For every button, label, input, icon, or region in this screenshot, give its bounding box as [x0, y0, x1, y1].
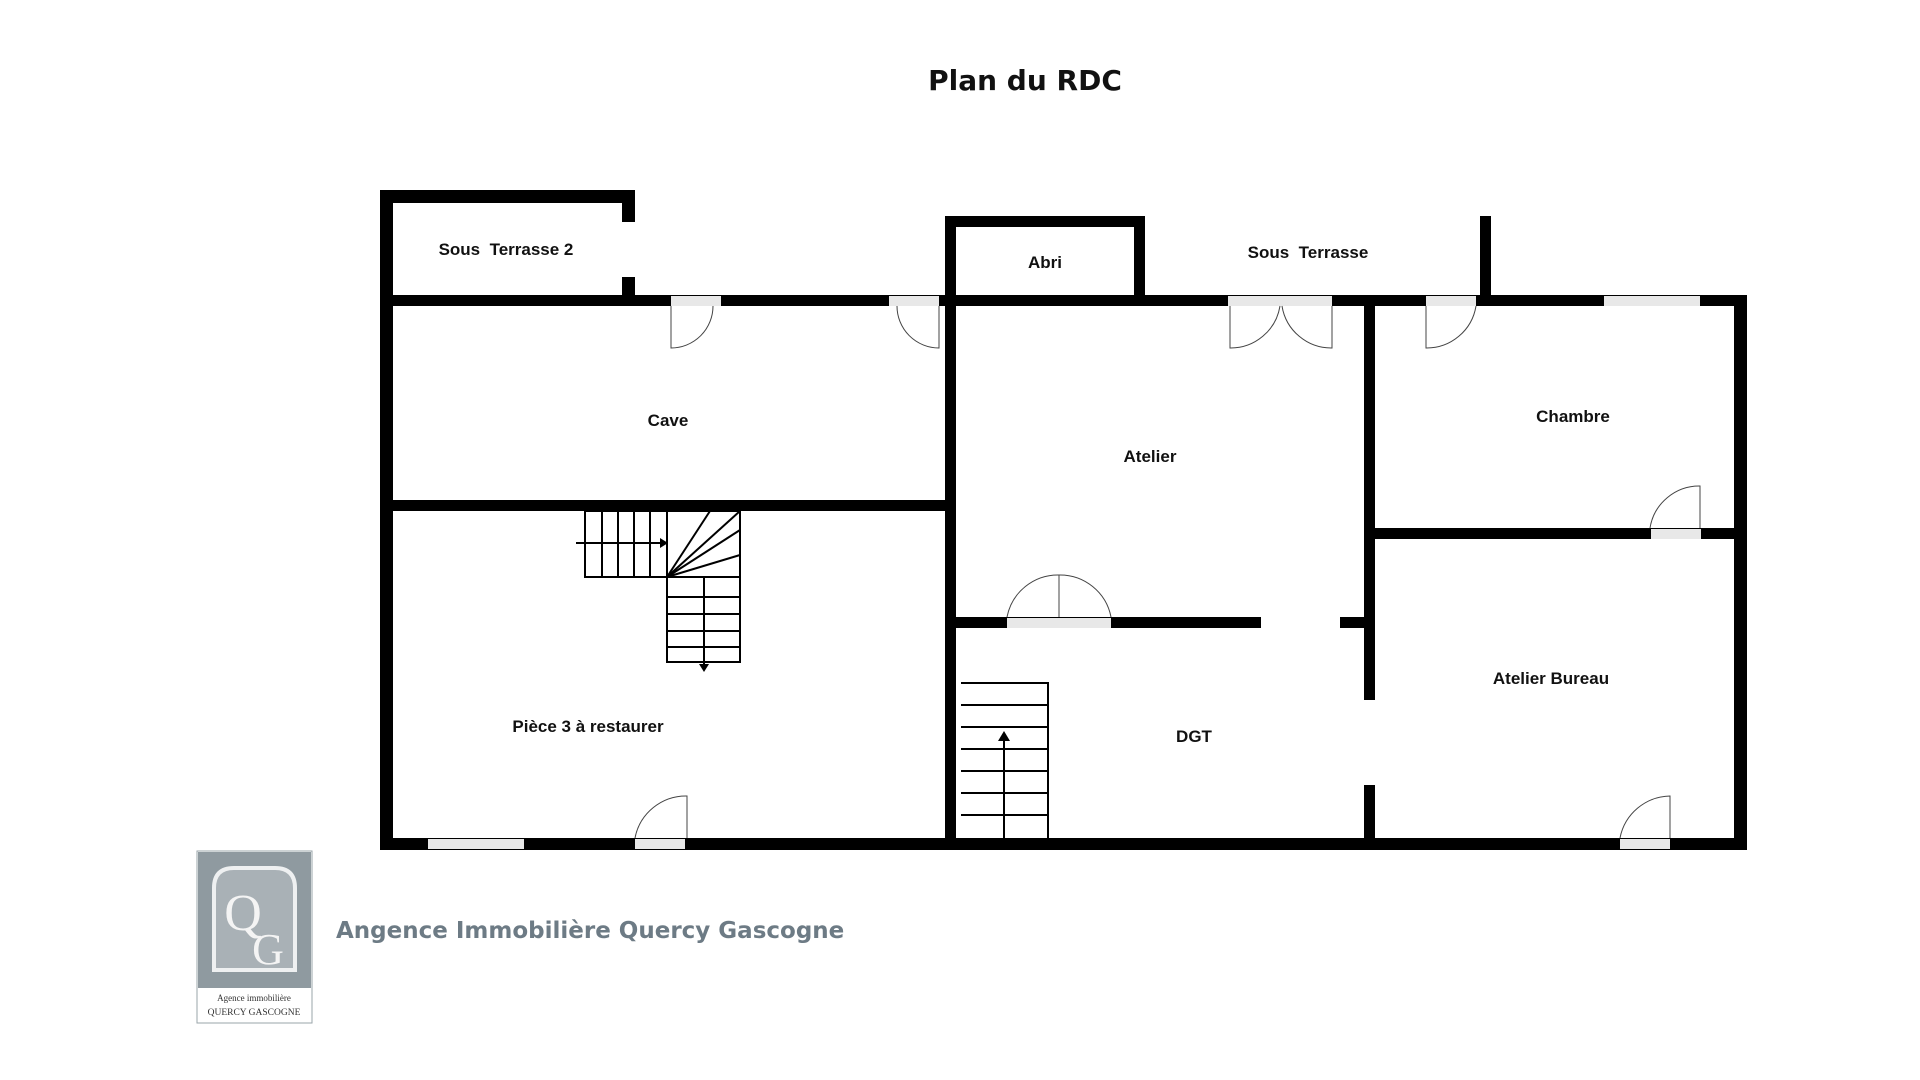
agency-name: Angence Immobilière Quercy Gascogne — [336, 918, 845, 944]
room-label-abri: Abri — [1028, 253, 1062, 272]
room-label-atelier: Atelier — [1124, 447, 1177, 466]
door-swing — [1229, 305, 1281, 349]
room-label-cave: Cave — [648, 411, 689, 430]
door-gap — [1007, 618, 1111, 628]
room-label-piece-3: Pièce 3 à restaurer — [512, 717, 664, 736]
door-swing — [1281, 305, 1333, 349]
staircase-dgt — [961, 682, 1049, 838]
room-label-sous-terrasse: Sous Terrasse — [1248, 243, 1369, 262]
wall — [380, 295, 1747, 306]
logo-line-2: QUERCY GASCOGNE — [208, 1008, 301, 1018]
door-gap — [889, 296, 939, 306]
wall — [380, 295, 393, 850]
door-gap — [1620, 839, 1670, 849]
door-swing — [670, 305, 714, 349]
door-swing — [634, 795, 688, 839]
wall — [1364, 295, 1375, 700]
wall — [1340, 617, 1375, 628]
room-labels: Sous Terrasse 2 Abri Sous Terrasse Cave … — [439, 240, 1610, 746]
door-gap — [635, 839, 685, 849]
door-swing — [1425, 305, 1477, 349]
door-swing — [1649, 485, 1701, 529]
door-swing — [1619, 795, 1671, 839]
wall — [622, 190, 635, 222]
room-label-sous-terrasse-2: Sous Terrasse 2 — [439, 240, 574, 259]
wall — [393, 500, 952, 511]
door-gap — [1651, 529, 1701, 539]
door-swing — [1058, 574, 1112, 618]
wall — [380, 190, 393, 305]
plan-title: Plan du RDC — [928, 64, 1122, 97]
agency-logo: Q G Agence immobilière QUERCY GASCOGNE — [196, 850, 313, 1024]
wall — [380, 838, 1747, 850]
door-gap — [671, 296, 721, 306]
room-label-dgt: DGT — [1176, 727, 1213, 746]
doors — [634, 305, 1701, 839]
wall — [1480, 216, 1491, 300]
wall — [1134, 216, 1145, 300]
room-label-atelier-bureau: Atelier Bureau — [1493, 669, 1609, 688]
window — [1604, 296, 1700, 306]
staircase-left — [576, 510, 741, 672]
wall — [380, 190, 635, 203]
wall — [945, 295, 956, 850]
door-swing — [896, 305, 940, 349]
wall — [1734, 295, 1747, 850]
walls — [380, 190, 1747, 850]
wall — [945, 216, 956, 300]
door-gap — [1228, 296, 1332, 306]
logo-monogram-q: Q — [224, 885, 262, 942]
logo-monogram-g: G — [252, 925, 284, 974]
wall — [1375, 528, 1740, 539]
wall — [945, 216, 1145, 227]
openings — [428, 296, 1701, 849]
door-swing — [1006, 574, 1060, 618]
wall — [1364, 785, 1375, 850]
door-gap — [1426, 296, 1476, 306]
window — [428, 839, 524, 849]
room-label-chambre: Chambre — [1536, 407, 1610, 426]
logo-line-1: Agence immobilière — [217, 993, 291, 1003]
